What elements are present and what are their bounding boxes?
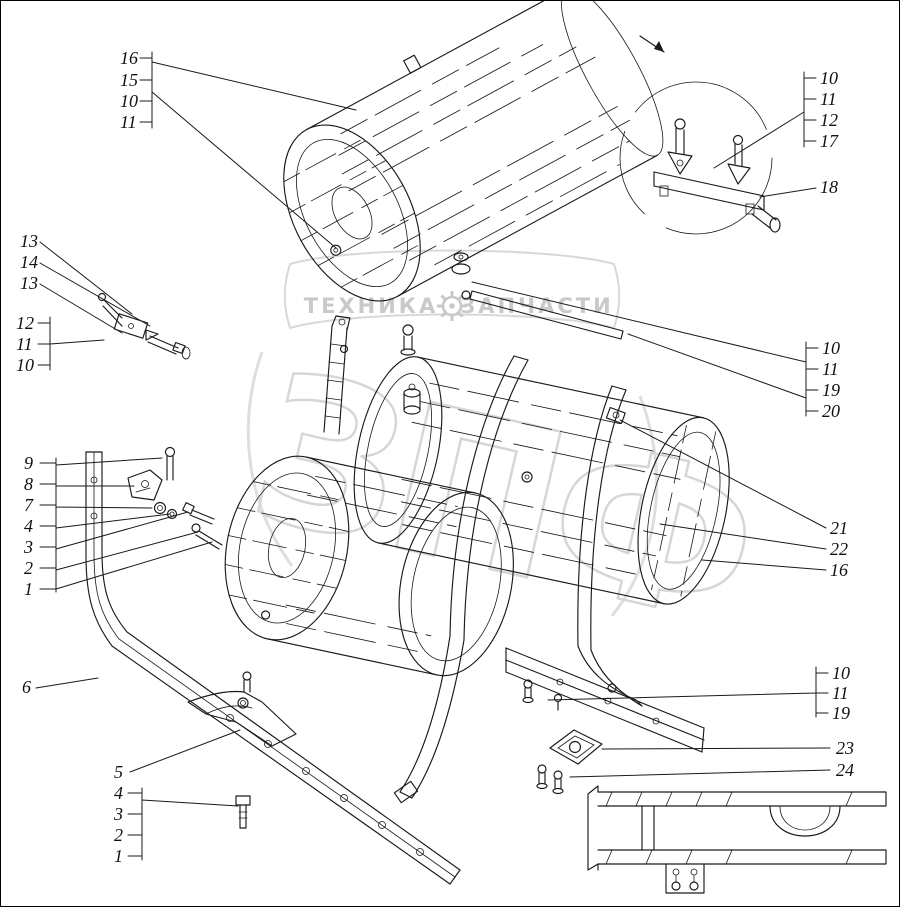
valve-lever — [103, 299, 123, 319]
rear-tank-illustration — [353, 356, 730, 605]
callout-label: 19 — [832, 703, 850, 723]
check-valve-stack — [403, 383, 421, 415]
washer-7 — [153, 501, 167, 515]
callout-label: 13 — [20, 231, 38, 251]
callout-label: 20 — [822, 401, 840, 421]
bracket-8 — [127, 469, 163, 501]
watermark-banner — [246, 249, 659, 617]
drain-valve-assembly — [97, 292, 191, 360]
callout-label: 14 — [20, 252, 38, 272]
middle-fittings — [323, 252, 626, 435]
mounting-straps — [393, 355, 643, 804]
upper-tank-illustration — [283, 0, 664, 302]
callout-label: 12 — [820, 110, 838, 130]
callout-label: 3 — [113, 804, 123, 824]
clamp-bolt-head — [242, 671, 252, 681]
callout-label: 12 — [16, 313, 34, 333]
rail-bolt-3 — [607, 683, 617, 693]
callout-label: 2 — [24, 558, 33, 578]
frame-bracket — [665, 863, 705, 894]
callout-label: 17 — [820, 131, 839, 151]
callout-label: 11 — [120, 112, 137, 132]
callout-label: 1 — [114, 846, 123, 866]
washer-lower — [451, 263, 471, 275]
washer-upper — [453, 252, 469, 262]
watermark-text-right: ЗАПЧАСТИ — [460, 294, 613, 318]
strap-buckle — [393, 780, 419, 804]
manifold-pipe — [751, 205, 777, 229]
mounting-bolt-bottom — [235, 795, 251, 829]
callout-label: 13 — [20, 273, 38, 293]
callout-label: 5 — [114, 762, 123, 782]
front-tank-drain — [261, 610, 271, 620]
strap-1 — [393, 355, 529, 804]
leader-lines — [35, 51, 831, 861]
callout-labels: 16 15 10 11 10 11 12 17 18 13 14 13 12 1… — [16, 48, 854, 866]
valve-2 — [727, 134, 751, 185]
front-tank-illustration — [224, 455, 514, 677]
callout-label: 10 — [16, 355, 34, 375]
callout-label: 24 — [836, 760, 854, 780]
rear-tank-plug — [521, 471, 533, 483]
clamp-plate-23 — [549, 729, 603, 765]
connecting-pipe — [469, 290, 624, 340]
bleed-valve-bolt — [400, 324, 416, 356]
strap-2 — [577, 385, 643, 707]
callout-label: 8 — [24, 474, 33, 494]
callout-label: 16 — [120, 48, 138, 68]
bolt-9-head — [164, 446, 176, 458]
detail-circle-valve-assembly — [619, 35, 781, 235]
clamp-bracket — [187, 671, 297, 747]
callout-label: 18 — [820, 177, 838, 197]
callout-label: 11 — [820, 89, 837, 109]
callout-label: 11 — [822, 359, 839, 379]
callout-label: 10 — [832, 663, 850, 683]
callout-label: 21 — [830, 518, 848, 538]
callout-label: 22 — [830, 539, 848, 559]
strap-hanger-left — [323, 315, 351, 435]
bolts-24 — [536, 764, 564, 795]
callout-label: 10 — [820, 68, 838, 88]
clamp-nut — [237, 697, 249, 709]
callout-label: 2 — [114, 825, 123, 845]
callout-label: 16 — [830, 560, 848, 580]
callout-label: 7 — [24, 495, 34, 515]
rail-bolt-1 — [522, 679, 534, 704]
callout-label: 15 — [120, 70, 138, 90]
detail-arrowhead — [654, 41, 664, 52]
callout-label: 11 — [832, 683, 849, 703]
callout-label: 4 — [114, 783, 123, 803]
callout-label: 19 — [822, 380, 840, 400]
callout-label: 6 — [22, 677, 31, 697]
callout-label: 10 — [822, 338, 840, 358]
frame-crossmember-detail — [587, 785, 887, 894]
right-mounting-rail — [505, 647, 705, 753]
valve-1 — [667, 118, 693, 175]
fasteners-cluster — [127, 446, 223, 550]
long-mounting-rail — [85, 451, 461, 885]
screw-head — [191, 523, 201, 533]
callout-label: 4 — [24, 516, 33, 536]
rail-bolt-2 — [553, 693, 563, 711]
callout-label: 1 — [24, 579, 33, 599]
callout-label: 10 — [120, 91, 138, 111]
tank-top-fitting — [403, 54, 422, 74]
watermark-text-left: ТЕХНИКА — [304, 294, 438, 318]
callout-label: 9 — [24, 453, 33, 473]
callout-label: 3 — [23, 537, 33, 557]
callout-label: 11 — [16, 334, 33, 354]
callout-label: 23 — [836, 738, 854, 758]
